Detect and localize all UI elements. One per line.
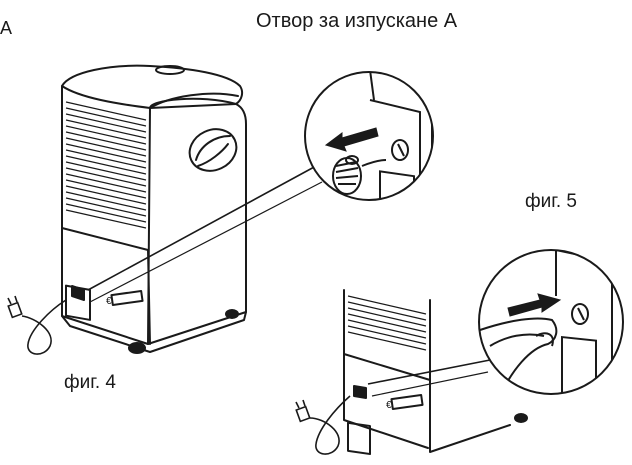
figure-5-caption: фиг. 5 [525,191,577,212]
arrow-right-icon [507,293,562,317]
callout-b-magnified-view [478,249,624,395]
figure-5-grille [347,295,427,351]
drain-outlet-title: Отвор за изпускане А [256,10,458,32]
unit-top-surface [61,64,244,109]
callout-b-leader-2 [371,371,489,397]
unit-control-glyph: € [106,296,112,307]
unit-lower-divider [61,227,151,345]
figure-4-caption: фиг. 4 [64,372,116,393]
unit-left-side [61,85,151,345]
unit-top-inner-ridge [149,92,239,109]
unit-handle-knob [155,65,185,75]
power-plug-icon [7,301,23,319]
unit-front-emblem [188,128,238,172]
figure-4-grille [65,101,147,229]
unit-wheel-right [225,309,239,319]
figure-4-dehumidifier: € [61,64,247,354]
unit-base [61,311,247,353]
hose-socket [571,303,589,325]
unit5-left-side [343,289,429,449]
drain-hose [479,317,558,394]
figure-5-dehumidifier: € [343,289,528,456]
figure-5-power-cord [295,395,351,455]
unit5-control-strip [390,393,424,411]
unit5-front-panel [429,299,511,453]
callout-b-leader [367,359,491,385]
unit-control-strip [110,289,144,307]
unit-drain-outlet-detail [71,285,85,301]
drain-cap-icon [332,155,362,195]
unit5-lower-divider [343,353,431,381]
callout-a-leader [87,165,317,291]
svg-text:€: € [386,400,392,411]
unit-front-panel [147,97,247,345]
unit-wheel-front [128,342,146,354]
arrow-left-icon [324,127,379,152]
callout-a-leader-2 [89,181,323,303]
figure-4-power-cord [7,295,67,355]
callout-a-magnified-view [304,71,434,201]
drain-socket [391,139,409,161]
edge-letter-mark: A [0,18,13,38]
unit-front-emblem-inner [195,135,231,167]
unit5-drain-outlet-box [347,421,371,456]
